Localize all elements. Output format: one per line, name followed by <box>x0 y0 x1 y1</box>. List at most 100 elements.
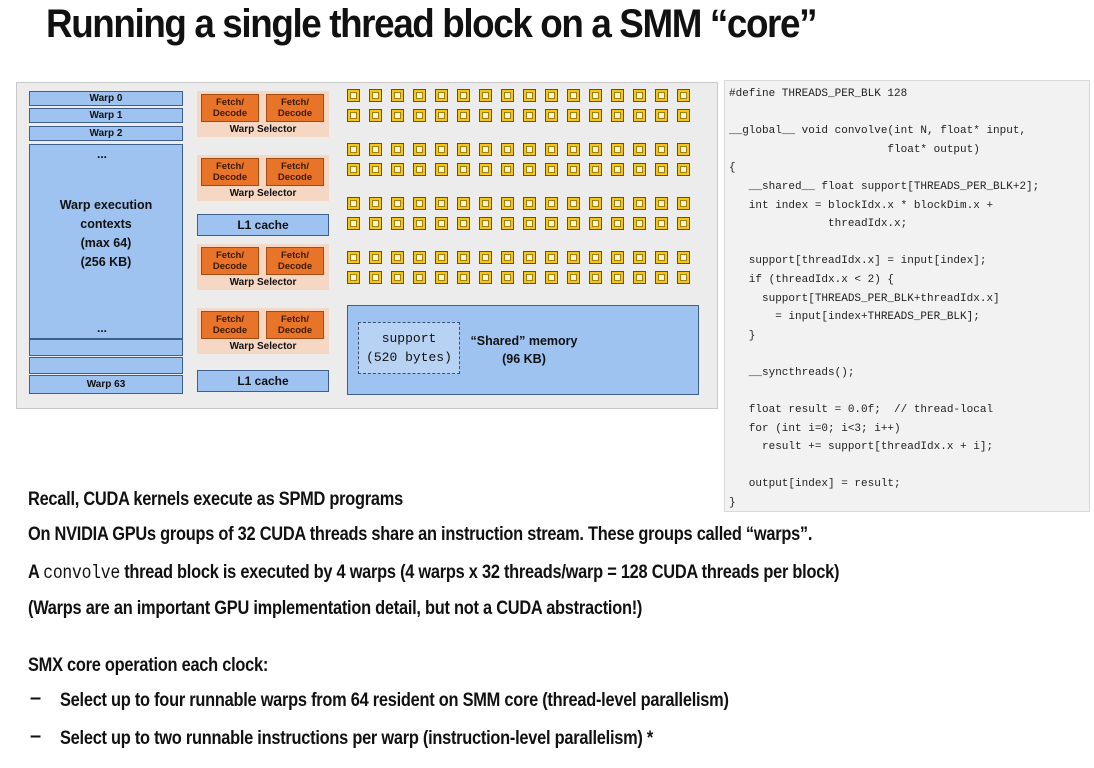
shared-memory-block: support (520 bytes) “Shared” memory (96 … <box>347 305 699 395</box>
bullet-dash: – <box>30 687 42 709</box>
cuda-core <box>655 271 668 284</box>
cuda-core <box>655 197 668 210</box>
cuda-core <box>523 271 536 284</box>
cuda-core <box>523 251 536 264</box>
support-size: (520 bytes) <box>366 350 452 365</box>
warp-row-blank <box>29 339 183 356</box>
warp-selector-label: Warp Selector <box>229 277 297 288</box>
cuda-core <box>413 163 426 176</box>
l1-cache-bottom: L1 cache <box>197 370 329 392</box>
cuda-core <box>457 89 470 102</box>
cuda-core <box>589 251 602 264</box>
cuda-core <box>347 109 360 122</box>
cuda-core <box>611 217 624 230</box>
support-label: support <box>381 331 437 346</box>
cuda-core <box>435 143 448 156</box>
cuda-core <box>457 197 470 210</box>
cuda-core <box>545 163 558 176</box>
cuda-core <box>413 143 426 156</box>
cuda-core <box>391 89 404 102</box>
fetch-decode-unit: Fetch/ Decode <box>266 311 324 339</box>
cuda-core <box>545 271 558 284</box>
cuda-core <box>677 251 690 264</box>
cuda-core <box>391 197 404 210</box>
cuda-core <box>545 89 558 102</box>
warp-selector-group: Fetch/ Decode Fetch/ Decode Warp Selecto… <box>197 155 329 201</box>
cuda-core <box>655 163 668 176</box>
text-line-3-end: thread block is executed by 4 warps (4 w… <box>119 561 840 583</box>
cuda-core <box>413 109 426 122</box>
cuda-core <box>501 271 514 284</box>
cuda-core <box>457 109 470 122</box>
cuda-core <box>347 197 360 210</box>
cuda-core <box>611 89 624 102</box>
cuda-core <box>347 251 360 264</box>
cuda-core <box>677 217 690 230</box>
warp-63: Warp 63 <box>29 375 183 394</box>
cuda-core <box>567 143 580 156</box>
cuda-core <box>479 89 492 102</box>
warp-contexts-line: (256 KB) <box>80 255 132 269</box>
cuda-core <box>611 271 624 284</box>
cuda-core <box>633 163 646 176</box>
cuda-core <box>391 109 404 122</box>
cuda-core <box>677 271 690 284</box>
cuda-core <box>501 163 514 176</box>
cuda-core <box>435 163 448 176</box>
cuda-core <box>369 109 382 122</box>
cuda-core <box>413 197 426 210</box>
warp-contexts-label: Warp execution contexts (max 64) (256 KB… <box>29 196 183 272</box>
cuda-core <box>567 251 580 264</box>
cuda-core <box>523 109 536 122</box>
cuda-core <box>501 143 514 156</box>
fetch-decode-unit: Fetch/ Decode <box>266 94 324 122</box>
cuda-core <box>391 143 404 156</box>
text-line-3-start: A <box>28 561 44 583</box>
cuda-core <box>633 89 646 102</box>
cuda-core-array <box>347 89 703 297</box>
cuda-core <box>347 217 360 230</box>
warp-row-blank <box>29 357 183 374</box>
bullet-2: Select up to two runnable instructions p… <box>60 727 654 749</box>
shared-memory-title: “Shared” memory <box>470 334 578 348</box>
cuda-core <box>545 143 558 156</box>
cuda-core <box>435 271 448 284</box>
shared-memory-label: “Shared” memory (96 KB) <box>464 332 584 368</box>
cuda-core <box>523 197 536 210</box>
cuda-core <box>457 143 470 156</box>
cuda-core <box>501 217 514 230</box>
cuda-core <box>457 271 470 284</box>
cuda-core <box>457 163 470 176</box>
cuda-core <box>413 251 426 264</box>
text-line-5: SMX core operation each clock: <box>28 654 269 676</box>
shared-memory-size: (96 KB) <box>502 352 546 366</box>
cuda-core <box>435 109 448 122</box>
cuda-core <box>435 217 448 230</box>
cuda-core <box>545 197 558 210</box>
cuda-core <box>545 109 558 122</box>
cuda-core <box>347 89 360 102</box>
cuda-core <box>523 163 536 176</box>
cuda-core <box>633 197 646 210</box>
cuda-core <box>391 163 404 176</box>
cuda-core <box>391 217 404 230</box>
cuda-core <box>567 197 580 210</box>
cuda-core <box>567 217 580 230</box>
cuda-core <box>677 109 690 122</box>
cuda-core <box>633 109 646 122</box>
cuda-core <box>589 271 602 284</box>
smm-diagram: Warp 0 Warp 1 Warp 2 ... Warp execution … <box>16 82 718 409</box>
cuda-core <box>391 271 404 284</box>
warp-contexts-line: contexts <box>80 217 132 231</box>
slide-title: Running a single thread block on a SMM “… <box>46 2 817 46</box>
cuda-core <box>369 163 382 176</box>
cuda-core <box>501 251 514 264</box>
cuda-core <box>633 251 646 264</box>
warp-selector-label: Warp Selector <box>229 188 297 199</box>
warp-contexts-line: (max 64) <box>80 236 132 250</box>
cuda-core <box>435 197 448 210</box>
cuda-core <box>589 217 602 230</box>
cuda-core <box>391 251 404 264</box>
fetch-decode-unit: Fetch/ Decode <box>201 247 259 275</box>
cuda-core <box>369 251 382 264</box>
